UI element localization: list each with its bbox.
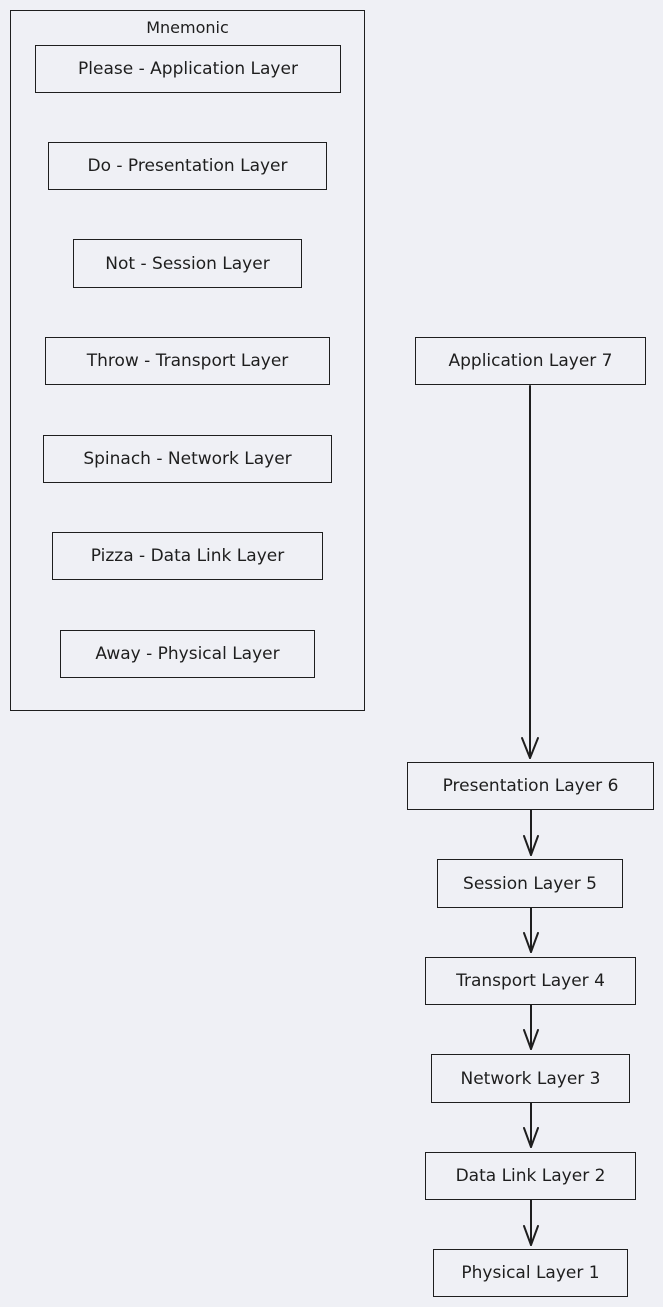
layer-label: Physical Layer 1 [461, 1263, 600, 1283]
mnemonic-frame: Mnemonic [10, 10, 365, 711]
arrow-head-datalink-to-physical [523, 1225, 539, 1246]
layer-label: Data Link Layer 2 [455, 1166, 606, 1186]
layer-network[interactable]: Network Layer 3 [431, 1054, 630, 1103]
layer-transport[interactable]: Transport Layer 4 [425, 957, 636, 1005]
mnemonic-item-please[interactable]: Please - Application Layer [35, 45, 341, 93]
mnemonic-item-throw[interactable]: Throw - Transport Layer [45, 337, 330, 385]
mnemonic-item-not[interactable]: Not - Session Layer [73, 239, 302, 288]
mnemonic-item-label: Throw - Transport Layer [86, 351, 289, 371]
arrow-head-application-to-presentation [521, 737, 539, 759]
layer-physical[interactable]: Physical Layer 1 [433, 1249, 628, 1297]
layer-label: Presentation Layer 6 [442, 776, 619, 796]
layer-label: Transport Layer 4 [456, 971, 605, 991]
arrow-head-network-to-datalink [523, 1127, 539, 1148]
arrow-head-session-to-transport [523, 932, 539, 953]
layer-label: Session Layer 5 [463, 873, 597, 894]
mnemonic-item-label: Please - Application Layer [78, 59, 298, 79]
layer-label: Network Layer 3 [460, 1068, 601, 1089]
mnemonic-title: Mnemonic [146, 18, 229, 37]
mnemonic-item-away[interactable]: Away - Physical Layer [60, 630, 315, 678]
layer-data-link[interactable]: Data Link Layer 2 [425, 1152, 636, 1200]
mnemonic-item-label: Not - Session Layer [105, 253, 270, 274]
arrow-head-presentation-to-session [523, 835, 539, 856]
mnemonic-item-label: Spinach - Network Layer [83, 449, 292, 469]
layer-label: Application Layer 7 [448, 351, 613, 371]
mnemonic-item-pizza[interactable]: Pizza - Data Link Layer [52, 532, 323, 580]
layer-presentation[interactable]: Presentation Layer 6 [407, 762, 654, 810]
layer-session[interactable]: Session Layer 5 [437, 859, 623, 908]
layer-application[interactable]: Application Layer 7 [415, 337, 646, 385]
mnemonic-item-label: Do - Presentation Layer [87, 156, 288, 176]
mnemonic-item-do[interactable]: Do - Presentation Layer [48, 142, 327, 190]
arrow-head-transport-to-network [523, 1029, 539, 1050]
mnemonic-item-spinach[interactable]: Spinach - Network Layer [43, 435, 332, 483]
mnemonic-item-label: Pizza - Data Link Layer [90, 546, 285, 566]
mnemonic-item-label: Away - Physical Layer [95, 644, 280, 664]
